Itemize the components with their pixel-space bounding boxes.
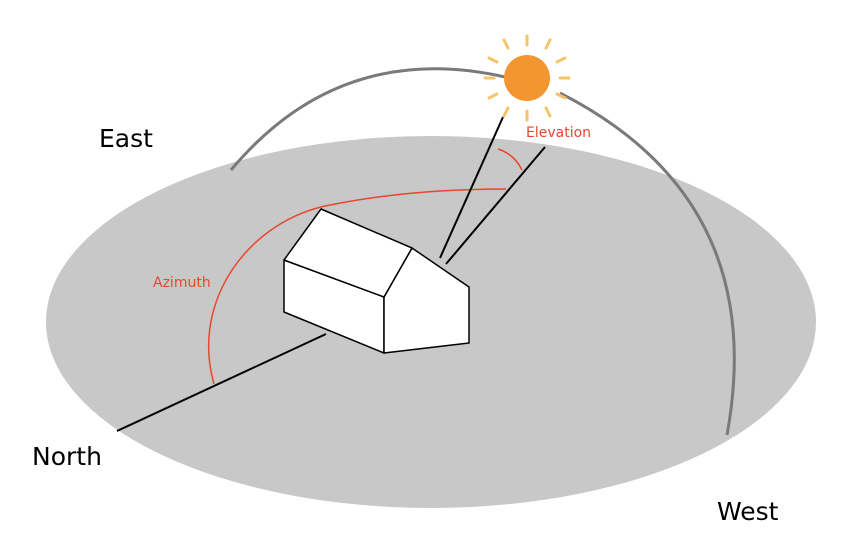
elevation-label: Elevation <box>526 125 591 141</box>
north-line <box>116 333 327 432</box>
azimuth-label: Azimuth <box>153 275 211 291</box>
sun-rays <box>483 34 571 122</box>
sky-arc <box>229 67 506 171</box>
house-roof <box>283 208 413 298</box>
ground-direction-line <box>445 146 546 265</box>
sun-ray-line <box>439 116 504 259</box>
sun-icon <box>483 34 571 122</box>
sky-arc-west <box>559 91 736 436</box>
west-label: West <box>717 497 779 526</box>
north-label: North <box>32 442 102 471</box>
elevation-arc <box>497 148 523 171</box>
house-icon <box>283 208 470 354</box>
azimuth-arc <box>208 188 507 385</box>
sun-disc <box>504 55 550 101</box>
east-label: East <box>99 124 153 153</box>
